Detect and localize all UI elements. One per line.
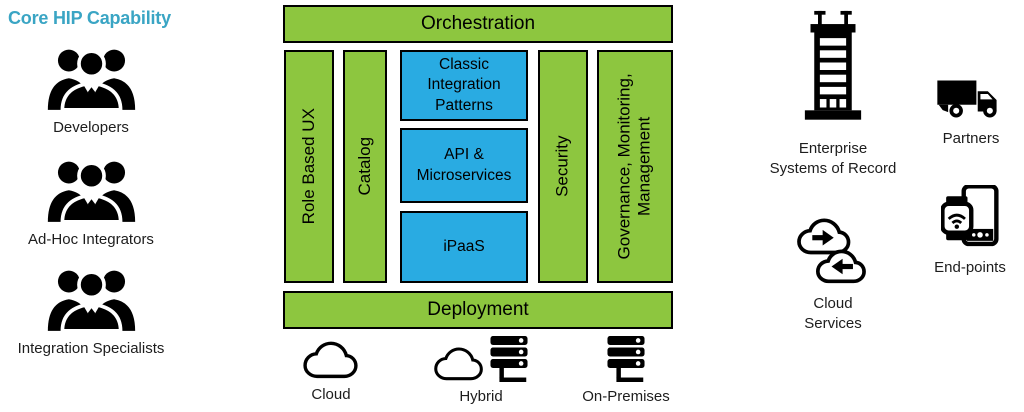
pillar-governance-monitoring-management: Governance, Monitoring, Management xyxy=(597,50,673,283)
pillar-role-based-ux: Role Based UX xyxy=(284,50,334,283)
target-label: On-Premises xyxy=(582,388,670,405)
deployment-bar: Deployment xyxy=(283,291,673,329)
pillar-label: Catalog xyxy=(354,137,374,196)
people-group-icon xyxy=(43,157,140,222)
deployment-target-on-premises: On-Premises xyxy=(566,336,686,405)
cloud-icon xyxy=(302,340,360,380)
external-label: Partners xyxy=(942,130,1000,147)
wearable-and-phone-icon xyxy=(941,185,999,249)
external-partners: Partners xyxy=(896,76,1024,149)
core-service-label: iPaaS xyxy=(443,237,485,255)
core-service-label: API & Microservices xyxy=(416,146,512,184)
external-label: End-points xyxy=(934,259,1006,276)
building-icon xyxy=(803,10,863,130)
cloud-sync-icon xyxy=(796,217,870,285)
persona-label: Developers xyxy=(53,119,129,136)
orchestration-label: Orchestration xyxy=(420,13,536,34)
target-label: Cloud xyxy=(311,386,351,403)
persona-label: Integration Specialists xyxy=(17,340,165,357)
orchestration-bar: Orchestration xyxy=(283,5,673,43)
external-cloud-services: Cloud Services xyxy=(748,217,918,333)
external-label: Enterprise Systems of Record xyxy=(769,140,897,177)
pillar-label: Security xyxy=(552,135,572,198)
target-label: Hybrid xyxy=(459,388,503,405)
deployment-target-hybrid: Hybrid xyxy=(411,336,551,405)
core-service-classic-integration-patterns: Classic Integration Patterns xyxy=(400,50,528,121)
pillar-label: Governance, Monitoring, Management xyxy=(614,73,654,260)
persona-label: Ad-Hoc Integrators xyxy=(28,231,154,248)
pillar-label: Role Based UX xyxy=(298,108,318,225)
pillar-catalog: Catalog xyxy=(343,50,387,283)
core-service-label: Classic Integration Patterns xyxy=(427,56,501,114)
server-icon xyxy=(489,336,529,382)
cloud-icon xyxy=(433,346,485,382)
core-service-api-microservices: API & Microservices xyxy=(400,128,528,203)
external-label: Cloud Services xyxy=(804,295,862,332)
server-icon xyxy=(606,336,646,382)
cloud-and-server-icon xyxy=(433,336,529,382)
people-group-icon xyxy=(43,266,140,331)
people-group-icon xyxy=(43,45,140,110)
truck-icon xyxy=(936,76,1006,120)
pillar-security: Security xyxy=(538,50,588,283)
external-end-points: End-points xyxy=(895,185,1024,278)
external-enterprise-systems-of-record: Enterprise Systems of Record xyxy=(738,10,928,178)
page-title: Core HIP Capability xyxy=(8,8,171,28)
persona-adhoc-integrators: Ad-Hoc Integrators xyxy=(6,157,176,248)
deployment-label: Deployment xyxy=(427,299,529,320)
core-service-ipaas: iPaaS xyxy=(400,211,528,283)
persona-developers: Developers xyxy=(6,45,176,136)
persona-integration-specialists: Integration Specialists xyxy=(6,266,176,357)
deployment-target-cloud: Cloud xyxy=(276,340,386,403)
